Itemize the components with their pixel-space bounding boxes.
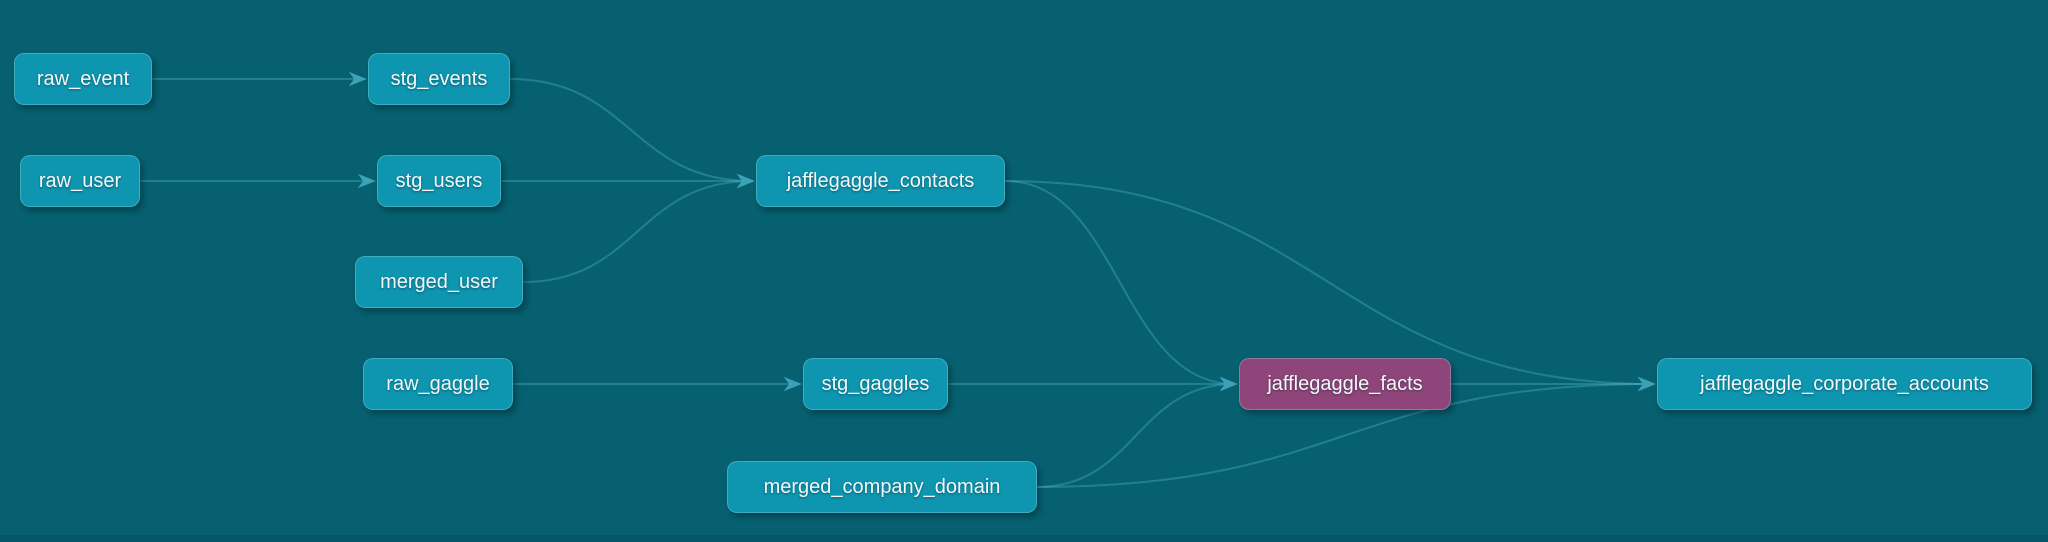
dag-edge-jafflegaggle_contacts-to-jafflegaggle_corporate_accounts [1004,180,1656,392]
dag-edge-merged_company_domain-to-jafflegaggle_facts [1036,376,1238,488]
edge-group [139,71,1656,488]
dag-node-raw_event[interactable]: raw_event [14,53,152,105]
dag-edge-merged_user-to-jafflegaggle_contacts [522,173,755,283]
dag-node-label: jafflegaggle_contacts [786,170,975,192]
dag-node-merged_user[interactable]: merged_user [355,256,523,308]
dag-node-label: merged_user [380,271,498,293]
dag-node-jafflegaggle_facts[interactable]: jafflegaggle_facts [1239,358,1451,410]
dag-node-jafflegaggle_contacts[interactable]: jafflegaggle_contacts [756,155,1005,207]
dag-node-label: jafflegaggle_facts [1267,373,1423,395]
dag-node-merged_company_domain[interactable]: merged_company_domain [727,461,1037,513]
canvas-bottom-edge [0,535,2048,542]
dag-edge-stg_events-to-jafflegaggle_contacts [509,78,755,189]
dag-node-stg_events[interactable]: stg_events [368,53,510,105]
dag-node-label: jafflegaggle_corporate_accounts [1700,373,1989,395]
dag-node-stg_users[interactable]: stg_users [377,155,501,207]
dag-edge-jafflegaggle_contacts-to-jafflegaggle_facts [1004,180,1238,392]
dag-node-raw_user[interactable]: raw_user [20,155,140,207]
dag-node-label: raw_user [38,170,122,192]
dag-node-label: stg_events [390,68,488,90]
dag-node-stg_gaggles[interactable]: stg_gaggles [803,358,948,410]
dag-edge-merged_company_domain-to-jafflegaggle_corporate_accounts [1036,376,1656,488]
dag-node-raw_gaggle[interactable]: raw_gaggle [363,358,513,410]
dag-node-label: stg_users [395,170,483,192]
dag-node-label: raw_gaggle [386,373,490,395]
dag-node-label: merged_company_domain [763,476,1001,498]
dag-node-label: stg_gaggles [821,373,930,395]
dag-node-jafflegaggle_corporate_accounts[interactable]: jafflegaggle_corporate_accounts [1657,358,2032,410]
dag-node-label: raw_event [36,68,130,90]
